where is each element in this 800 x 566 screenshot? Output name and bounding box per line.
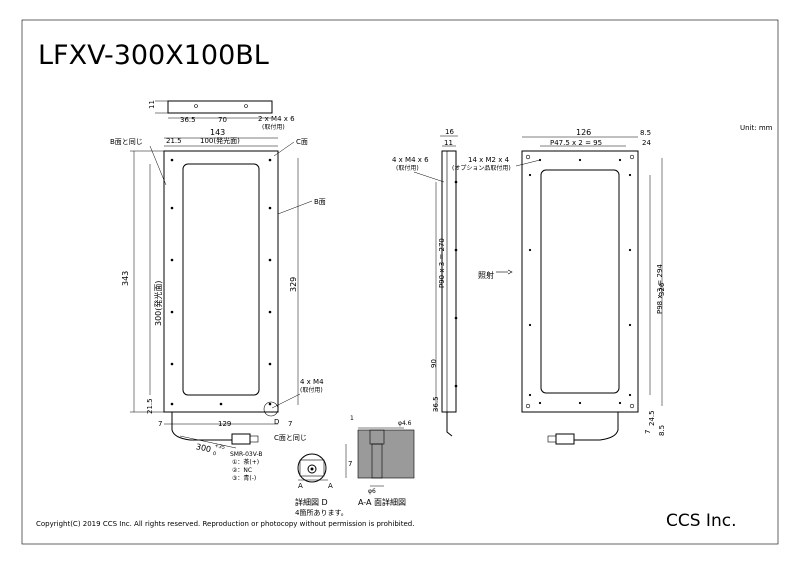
label-c-face: C面 xyxy=(296,138,308,146)
back-width-126: 126 xyxy=(576,128,591,137)
top-dim-11: 11 xyxy=(148,100,156,109)
back-height-326: 326 xyxy=(658,282,666,296)
top-hole-left xyxy=(194,104,198,108)
aa-section-title: A-A 面詳細図 xyxy=(358,497,406,507)
side-width-11: 11 xyxy=(444,139,453,147)
front-height-343: 343 xyxy=(121,271,130,286)
aa-dim-phi46: φ4.6 xyxy=(398,420,412,427)
side-p90: P90 x 3 = 270 xyxy=(438,238,446,288)
top-m4-use: (取付用) xyxy=(262,123,285,131)
side-holes xyxy=(454,180,458,388)
front-cable xyxy=(171,412,232,441)
front-view: 11 36.5 70 2 x M4 x 6 (取付用) 143 21.5 100… xyxy=(110,100,326,482)
copyright-text: Copyright(C) 2019 CCS Inc. All rights re… xyxy=(36,520,414,528)
back-p47-5: P47.5 x 2 = 95 xyxy=(550,139,602,147)
side-cable xyxy=(446,412,453,437)
back-bottom-8-5: 8.5 xyxy=(658,425,666,436)
aa-block xyxy=(357,429,415,479)
front-m4-4-use: (取付用) xyxy=(300,386,323,394)
back-connector xyxy=(555,433,575,445)
back-width-24: 24 xyxy=(642,139,651,147)
drawing-title: LFXV-300X100BL xyxy=(38,40,269,71)
side-view: 16 11 4 x M4 x 6 (取付用) P90 x 3 = 270 90 … xyxy=(392,128,458,437)
side-d36-5: 36.5 xyxy=(432,396,440,412)
back-cable xyxy=(574,412,619,441)
front-bottom-7: 7 xyxy=(158,420,162,428)
label-b-same: B面と同じ xyxy=(110,138,143,146)
aa-section-view: 1 φ4.6 7 φ6 A-A 面詳細図 xyxy=(345,415,415,507)
back-m2-use: (オプション品取付用) xyxy=(452,164,511,172)
front-height-300: 300(発光面) xyxy=(153,280,163,326)
detail-d-outline xyxy=(297,453,327,483)
front-frame xyxy=(163,150,279,413)
aa-dim-1: 1 xyxy=(350,415,354,422)
front-bottom-7r: 7 xyxy=(288,420,292,428)
detail-a-right: A xyxy=(328,482,333,490)
top-dim-36-5: 36.5 xyxy=(180,116,196,124)
sheet-border xyxy=(21,19,779,545)
unit-label: Unit: mm xyxy=(740,124,773,132)
front-m4-4: 4 x M4 xyxy=(300,378,324,386)
back-bottom-24-5: 24.5 xyxy=(648,410,656,426)
back-frame xyxy=(521,150,639,413)
front-window xyxy=(182,163,260,396)
top-dim-70: 70 xyxy=(218,116,227,124)
front-height-329: 329 xyxy=(289,277,298,292)
front-holes xyxy=(170,158,272,406)
side-m4x6-use: (取付用) xyxy=(396,164,419,172)
pin-2: ②：NC xyxy=(232,467,252,474)
aa-dim-7: 7 xyxy=(348,460,352,468)
detail-d-hole xyxy=(307,464,317,474)
side-body xyxy=(441,150,457,413)
detail-d-view: A A 詳細図 D 4箇所あります。 xyxy=(295,453,348,517)
back-width-8-5: 8.5 xyxy=(640,129,651,137)
top-strip xyxy=(167,100,273,114)
side-d90: 90 xyxy=(430,359,438,368)
pin-3: ③：青(-) xyxy=(232,474,256,482)
detail-d-circle xyxy=(263,401,279,417)
front-connector xyxy=(231,433,251,445)
side-width-16: 16 xyxy=(445,128,454,136)
front-bottom-129: 129 xyxy=(218,420,231,428)
side-m4x6: 4 x M4 x 6 xyxy=(392,156,429,164)
aa-dim-phi6: φ6 xyxy=(368,488,376,495)
cable-tol-zero: 0 xyxy=(212,451,216,458)
back-m2: 14 x M2 x 4 xyxy=(468,156,510,164)
detail-d-title: 詳細図 D xyxy=(295,497,328,507)
back-bottom-7: 7 xyxy=(644,430,652,434)
detail-d-label: D xyxy=(274,418,279,426)
connector-model: SMR-03V-B xyxy=(230,451,263,458)
front-bottom-21-5: 21.5 xyxy=(146,398,154,414)
label-b-face: B面 xyxy=(314,198,326,206)
cable-tol-plus: +35 xyxy=(214,443,226,451)
detail-four-places: 4箇所あります。 xyxy=(295,508,348,517)
top-hole-right xyxy=(244,104,248,108)
label-c-same: C面と同じ xyxy=(274,434,307,442)
back-window xyxy=(540,169,620,394)
front-width-143: 143 xyxy=(210,128,225,137)
company-name: CCS Inc. xyxy=(666,511,736,531)
back-view: 126 8.5 P47.5 x 2 = 95 24 14 x M2 x 4 (オ… xyxy=(452,128,666,445)
detail-a-left: A xyxy=(298,482,303,490)
back-holes xyxy=(525,154,635,409)
top-m4-callout: 2 x M4 x 6 xyxy=(258,115,295,123)
back-p98: P98 x 3 = 294 xyxy=(656,264,664,314)
front-dim-21-5: 21.5 xyxy=(166,137,182,145)
cable-length-300: 300 xyxy=(195,442,212,454)
irradiate-label: 照射 xyxy=(478,270,494,280)
pin-1: ①：茶(+) xyxy=(232,458,259,466)
front-window-100: 100(発光面) xyxy=(200,136,240,145)
